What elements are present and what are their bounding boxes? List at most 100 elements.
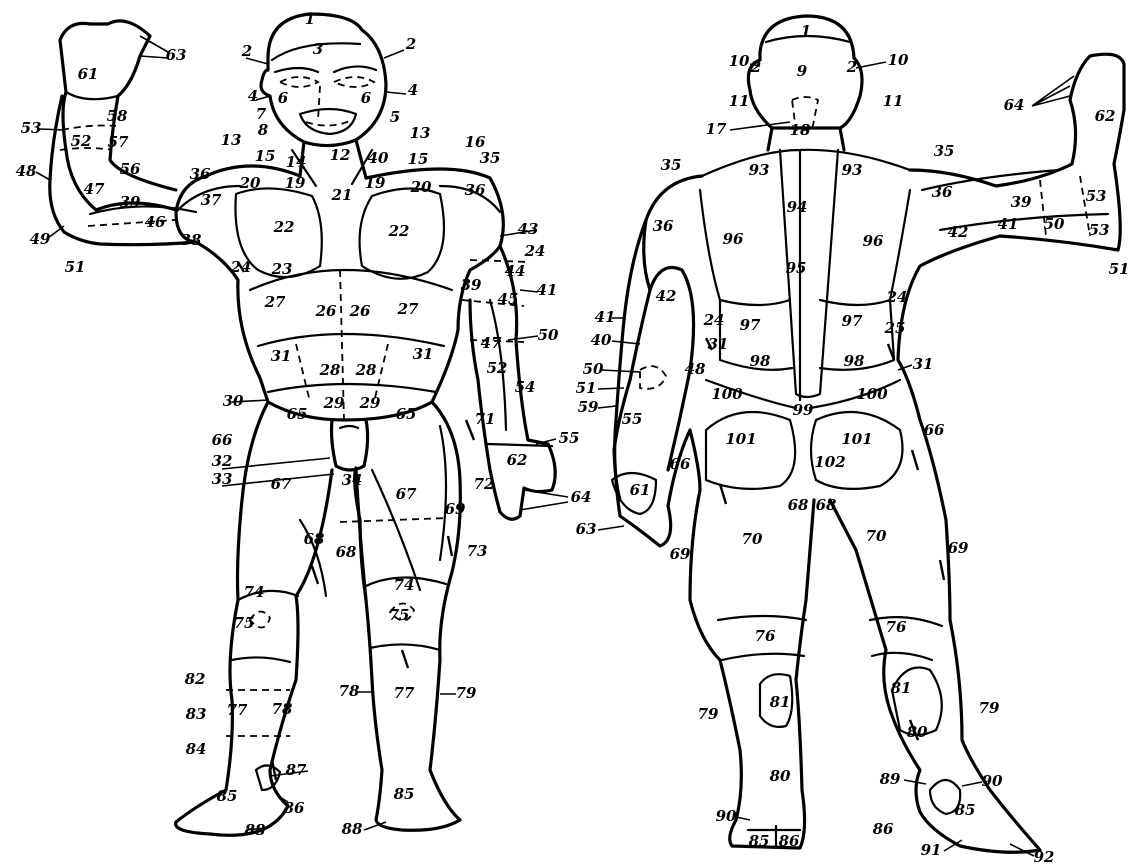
region-label-front-6: 6: [278, 89, 289, 107]
region-label-back-94: 94: [787, 198, 808, 216]
region-label-front-36: 36: [190, 165, 211, 183]
region-label-front-57: 57: [108, 133, 129, 151]
region-label-back-35: 35: [934, 142, 955, 160]
region-label-front-88: 88: [245, 821, 266, 839]
region-label-front-8: 8: [258, 121, 269, 139]
region-label-back-31: 31: [708, 335, 729, 353]
region-label-back-59: 59: [578, 398, 599, 416]
region-label-front-86: 86: [284, 799, 305, 817]
region-label-front-5: 5: [390, 108, 400, 126]
region-label-front-29: 29: [323, 394, 345, 412]
region-label-front-68: 68: [336, 543, 357, 561]
region-label-back-76: 76: [886, 618, 907, 636]
region-label-front-85: 85: [394, 785, 415, 803]
region-label-front-72: 72: [474, 475, 495, 493]
region-label-back-10: 10: [729, 52, 750, 70]
region-label-back-80: 80: [907, 723, 928, 741]
region-label-front-52: 52: [71, 132, 92, 150]
region-label-front-45: 45: [498, 290, 519, 308]
region-label-back-41: 41: [998, 215, 1019, 233]
region-label-front-26: 26: [349, 302, 371, 320]
region-label-back-55: 55: [622, 410, 643, 428]
region-label-front-12: 12: [330, 146, 351, 164]
region-label-front-77: 77: [227, 701, 248, 719]
region-label-back-64: 64: [1004, 96, 1025, 114]
region-label-front-71: 71: [475, 410, 496, 428]
region-label-back-80: 80: [770, 767, 791, 785]
region-label-front-22: 22: [388, 222, 410, 240]
region-label-back-42: 42: [948, 223, 969, 241]
region-label-back-69: 69: [948, 539, 969, 557]
region-label-back-36: 36: [932, 183, 953, 201]
region-label-front-4: 4: [408, 81, 418, 99]
region-label-back-51: 51: [576, 379, 597, 397]
region-label-front-24: 24: [524, 242, 546, 260]
region-label-back-24: 24: [886, 288, 908, 306]
region-label-front-23: 23: [271, 260, 293, 278]
region-label-front-53: 53: [21, 119, 42, 137]
region-label-back-9: 9: [797, 62, 808, 80]
region-label-front-47: 47: [84, 180, 105, 198]
region-label-front-36: 36: [465, 181, 486, 199]
region-label-back-24: 24: [703, 311, 725, 329]
region-label-front-2: 2: [241, 42, 252, 60]
region-label-back-48: 48: [685, 360, 706, 378]
region-label-back-81: 81: [891, 679, 912, 697]
region-label-front-29: 29: [359, 394, 381, 412]
region-label-back-31: 31: [913, 355, 934, 373]
region-label-front-2: 2: [405, 35, 416, 53]
region-label-front-75: 75: [234, 614, 255, 632]
region-label-front-62: 62: [507, 451, 528, 469]
region-label-back-97: 97: [842, 312, 863, 330]
region-label-back-70: 70: [866, 527, 887, 545]
region-label-back-93: 93: [842, 161, 863, 179]
region-label-back-50: 50: [1044, 215, 1065, 233]
region-label-back-51: 51: [1109, 260, 1130, 278]
region-label-front-64: 64: [571, 488, 592, 506]
region-label-back-79: 79: [979, 699, 1000, 717]
region-label-front-13: 13: [221, 131, 242, 149]
region-label-back-11: 11: [883, 92, 904, 110]
region-label-back-25: 25: [884, 319, 906, 337]
region-label-back-96: 96: [723, 230, 744, 248]
region-label-front-66: 66: [212, 431, 233, 449]
region-label-front-46: 46: [145, 213, 166, 231]
region-label-front-48: 48: [16, 162, 37, 180]
region-label-front-63: 63: [166, 46, 187, 64]
region-label-back-89: 89: [880, 770, 901, 788]
region-label-front-87: 87: [286, 761, 307, 779]
region-label-back-90: 90: [716, 807, 737, 825]
region-label-back-101: 101: [725, 430, 756, 448]
region-label-front-78: 78: [339, 682, 360, 700]
region-label-back-66: 66: [924, 421, 945, 439]
region-label-front-49: 49: [30, 230, 51, 248]
region-label-back-39: 39: [1011, 193, 1032, 211]
region-label-front-73: 73: [467, 542, 488, 560]
region-label-back-86: 86: [873, 820, 894, 838]
region-label-back-2: 2: [846, 58, 857, 76]
region-label-back-69: 69: [670, 545, 691, 563]
region-label-front-74: 74: [244, 583, 265, 601]
region-label-back-81: 81: [770, 693, 791, 711]
region-label-front-15: 15: [408, 150, 429, 168]
region-label-front-55: 55: [559, 429, 580, 447]
region-label-back-42: 42: [656, 287, 677, 305]
region-label-front-3: 3: [313, 40, 323, 58]
region-label-front-15: 15: [255, 147, 276, 165]
region-label-front-82: 82: [185, 670, 206, 688]
region-label-front-44: 44: [505, 262, 526, 280]
region-label-front-68: 68: [304, 530, 325, 548]
region-label-back-68: 68: [788, 496, 809, 514]
region-label-back-50: 50: [583, 360, 604, 378]
region-label-back-11: 11: [729, 92, 750, 110]
region-label-front-74: 74: [394, 576, 415, 594]
region-label-back-2: 2: [750, 58, 761, 76]
region-label-back-76: 76: [755, 627, 776, 645]
region-label-front-77: 77: [394, 684, 415, 702]
region-label-front-75: 75: [389, 606, 410, 624]
region-label-front-67: 67: [396, 485, 417, 503]
region-label-front-67: 67: [271, 475, 292, 493]
region-label-front-65: 65: [396, 405, 417, 423]
region-label-front-37: 37: [201, 191, 222, 209]
